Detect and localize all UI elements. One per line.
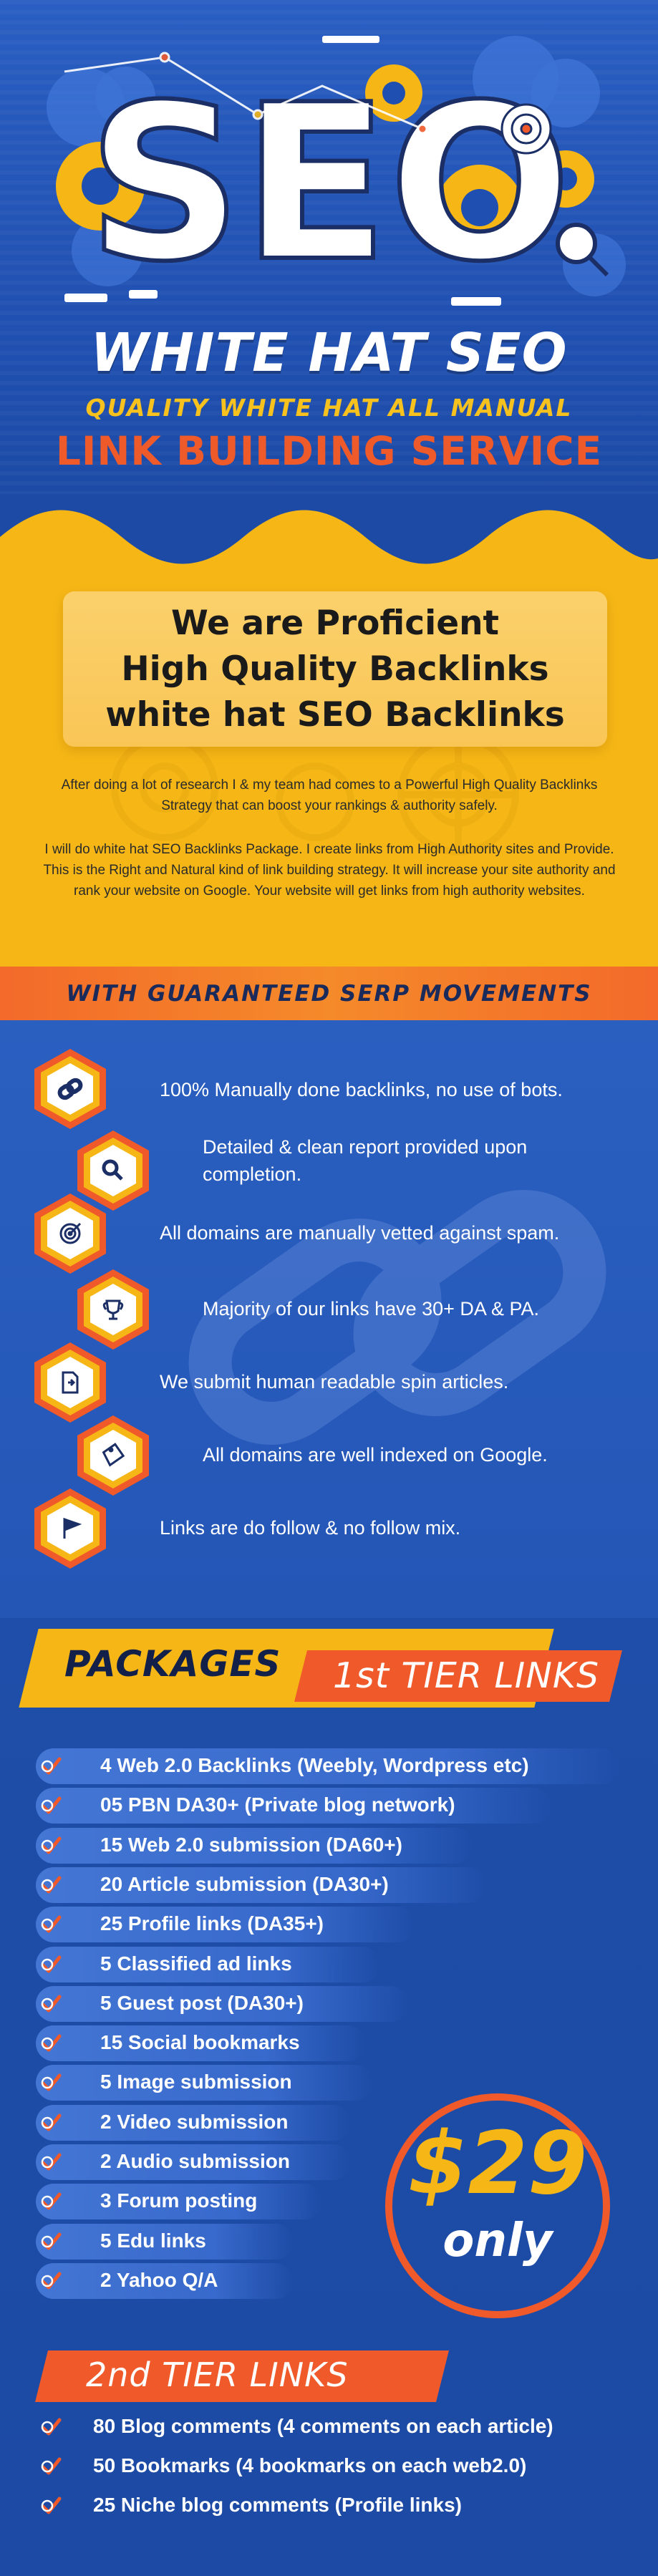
- hero-title: WHITE HAT SEO: [90, 322, 568, 384]
- checkmark-icon: [41, 2153, 62, 2171]
- checkmark-icon: [41, 1757, 62, 1775]
- tier1-item-label: 15 Social bookmarks: [100, 2031, 300, 2053]
- tier1-item: 5 Image submission: [29, 2065, 630, 2101]
- feature-text: Detailed & clean report provided upon co…: [203, 1136, 528, 1185]
- checkmark-icon: [41, 1995, 62, 2013]
- feature-text: Links are do follow & no follow mix.: [160, 1517, 461, 1539]
- headline-box: We are Proficient High Quality Backlinks…: [63, 591, 607, 747]
- checkmark-icon: [41, 1836, 62, 1854]
- checkmark-icon: [41, 2073, 62, 2091]
- intro-paragraph-1: After doing a lot of research I & my tea…: [61, 778, 598, 813]
- tier1-item-label: 5 Image submission: [100, 2071, 292, 2093]
- packages-title: PACKAGES: [64, 1643, 281, 1685]
- tier1-item-label: 5 Edu links: [100, 2229, 206, 2252]
- tier2-item-label: 80 Blog comments (4 comments on each art…: [93, 2415, 553, 2437]
- tier1-title: 1st TIER LINKS: [333, 1655, 600, 1696]
- headline-line-3: white hat SEO Backlinks: [105, 694, 565, 735]
- feature-text: 100% Manually done backlinks, no use of …: [160, 1079, 563, 1100]
- document-icon: [34, 1342, 106, 1423]
- tier1-item-label: 05 PBN DA30+ (Private blog network): [100, 1793, 455, 1816]
- checkmark-icon: [41, 2418, 62, 2436]
- seo-illustration: SEO: [47, 36, 626, 311]
- tier1-item: 4 Web 2.0 Backlinks (Weebly, Wordpress e…: [29, 1748, 630, 1784]
- price-amount: $29: [407, 2114, 588, 2214]
- tier1-item: 15 Web 2.0 submission (DA60+): [29, 1828, 630, 1864]
- trophy-icon: [77, 1269, 149, 1350]
- tier1-item: 20 Article submission (DA30+): [29, 1867, 630, 1903]
- hero-section: SEO: [0, 0, 658, 501]
- price-note: only: [442, 2214, 553, 2267]
- chain-link-icon: [188, 1189, 606, 1446]
- tier1-item: 5 Classified ad links: [29, 1947, 630, 1982]
- checkmark-icon: [41, 2192, 62, 2210]
- flag-icon: [34, 1488, 106, 1569]
- checkmark-icon: [41, 2457, 62, 2475]
- target-icon: [34, 1193, 106, 1274]
- seo-tag-icon: [77, 1415, 149, 1496]
- tier2-item: 50 Bookmarks (4 bookmarks on each web2.0…: [29, 2449, 644, 2484]
- tier2-item: 25 Niche blog comments (Profile links): [29, 2488, 644, 2524]
- checkmark-icon: [41, 2034, 62, 2052]
- tier1-item-label: 20 Article submission (DA30+): [100, 1873, 389, 1895]
- tier1-item-label: 5 Classified ad links: [100, 1952, 292, 1975]
- feature-hexagon: [27, 1486, 113, 1572]
- tier2-item: 80 Blog comments (4 comments on each art…: [29, 2409, 644, 2445]
- tier1-item: 5 Guest post (DA30+): [29, 1986, 630, 2022]
- serp-ribbon: WITH GUARANTEED SERP MOVEMENTS: [0, 967, 658, 1020]
- feature-hexagon: [27, 1340, 113, 1425]
- tier1-item-label: 3 Forum posting: [100, 2189, 258, 2212]
- tier1-item-label: 4 Web 2.0 Backlinks (Weebly, Wordpress e…: [100, 1754, 529, 1776]
- svg-text:SEO: SEO: [87, 59, 571, 309]
- feature-text: We submit human readable spin articles.: [160, 1371, 509, 1393]
- intro-paragraph-2: I will do white hat SEO Backlinks Packag…: [43, 842, 616, 899]
- checkmark-icon: [41, 1915, 62, 1933]
- checkmark-icon: [41, 2113, 62, 2131]
- feature-hexagon: [70, 1267, 156, 1352]
- tier1-item-label: 5 Guest post (DA30+): [100, 1992, 304, 2014]
- tier1-item: 25 Profile links (DA35+): [29, 1907, 630, 1942]
- serp-ribbon-label: WITH GUARANTEED SERP MOVEMENTS: [66, 980, 592, 1007]
- tier2-item-label: 50 Bookmarks (4 bookmarks on each web2.0…: [93, 2454, 527, 2476]
- hero-subtitle: QUALITY WHITE HAT ALL MANUAL: [85, 394, 573, 422]
- tier1-item-label: 2 Yahoo Q/A: [100, 2269, 218, 2291]
- checkmark-icon: [41, 1796, 62, 1814]
- checkmark-icon: [41, 1876, 62, 1894]
- search-icon: [77, 1130, 149, 1211]
- wave-divider: [0, 494, 658, 564]
- headline-line-2: High Quality Backlinks: [121, 649, 549, 689]
- price-badge: [385, 2093, 610, 2318]
- checkmark-icon: [41, 2497, 62, 2514]
- tier1-item-label: 2 Video submission: [100, 2111, 289, 2133]
- feature-hexagon: [27, 1191, 113, 1277]
- tier2-item-label: 25 Niche blog comments (Profile links): [93, 2494, 463, 2516]
- checkmark-icon: [41, 2232, 62, 2250]
- feature-text: All domains are manually vetted against …: [160, 1222, 560, 1244]
- feature-hexagon: [27, 1046, 113, 1132]
- headline-line-1: We are Proficient: [170, 603, 500, 643]
- checkmark-icon: [41, 1955, 62, 1973]
- tier1-item: 2 Video submission: [29, 2105, 630, 2141]
- tier2-title: 2nd TIER LINKS: [86, 2355, 349, 2394]
- tier1-item-label: 15 Web 2.0 submission (DA60+): [100, 1834, 402, 1856]
- hero-service-title: LINK BUILDING SERVICE: [55, 428, 603, 474]
- tier1-item: 5 Edu links: [29, 2224, 630, 2260]
- feature-text: Majority of our links have 30+ DA & PA.: [203, 1298, 539, 1320]
- feature-text: All domains are well indexed on Google.: [203, 1444, 548, 1466]
- tier1-item-label: 25 Profile links (DA35+): [100, 1912, 324, 1935]
- feature-hexagon: [70, 1128, 156, 1214]
- link-icon: [34, 1049, 106, 1129]
- tier1-item: 3 Forum posting: [29, 2184, 630, 2219]
- tier1-item-label: 2 Audio submission: [100, 2150, 290, 2172]
- feature-hexagon: [70, 1413, 156, 1498]
- tier1-item: 15 Social bookmarks: [29, 2025, 630, 2061]
- checkmark-icon: [41, 2272, 62, 2290]
- tier1-item: 05 PBN DA30+ (Private blog network): [29, 1788, 630, 1824]
- tier1-item: 2 Audio submission: [29, 2144, 630, 2180]
- tier1-item: 2 Yahoo Q/A: [29, 2263, 630, 2299]
